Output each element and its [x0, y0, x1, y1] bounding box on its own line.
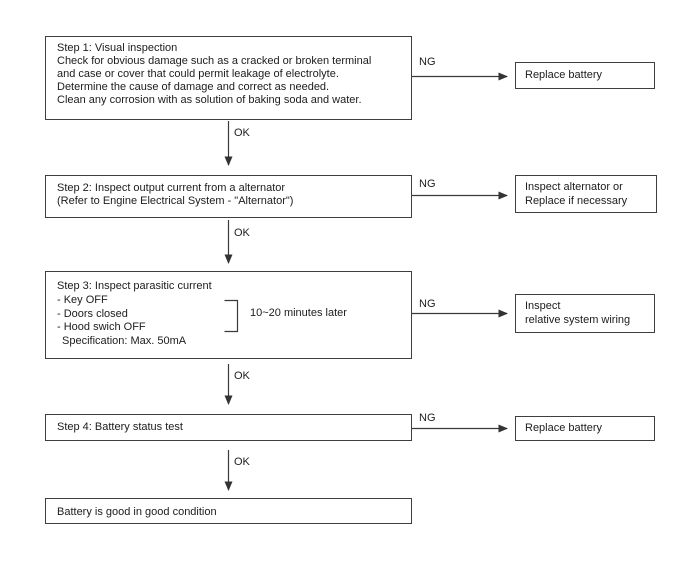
- result-box-inspect-alternator: Inspect alternator or Replace if necessa…: [515, 175, 657, 213]
- ok-label-2: OK: [234, 227, 250, 239]
- step-4-title: Step 4: Battery status test: [57, 421, 183, 433]
- result-box-replace-battery-1: Replace battery: [515, 62, 655, 89]
- ok-label-4: OK: [234, 456, 250, 468]
- final-result-text: Battery is good in good condition: [57, 506, 217, 518]
- step-1-box: Step 1: Visual inspection Check for obvi…: [45, 36, 412, 120]
- step-2-text-line: (Refer to Engine Electrical System - "Al…: [57, 195, 294, 207]
- ng-label-2: NG: [419, 178, 436, 190]
- result-text-line: Inspect alternator or: [525, 181, 623, 193]
- step-4-box: Step 4: Battery status test: [45, 414, 412, 441]
- step-2-title: Step 2: Inspect output current from a al…: [57, 182, 286, 194]
- step-1-text-line: Check for obvious damage such as a crack…: [57, 55, 372, 67]
- step-3-title: Step 3: Inspect parasitic current: [57, 280, 212, 292]
- step-1-title: Step 1: Visual inspection: [57, 42, 178, 54]
- result-text-line: Replace if necessary: [525, 194, 628, 207]
- result-text-line: Replace battery: [525, 69, 603, 81]
- step-3-specification: Specification: Max. 50mA: [62, 335, 187, 348]
- ng-label-4: NG: [419, 412, 436, 424]
- ok-label-3: OK: [234, 370, 250, 382]
- result-box-replace-battery-2: Replace battery: [515, 416, 655, 441]
- step-3-bullet: - Doors closed: [57, 307, 128, 320]
- result-text-line: relative system wiring: [525, 313, 631, 326]
- step-1-text-line: Clean any corrosion with as solution of …: [57, 94, 362, 106]
- final-result-box: Battery is good in good condition: [45, 498, 412, 524]
- step-3-bullet: - Hood swich OFF: [57, 321, 146, 334]
- result-box-inspect-wiring: Inspect relative system wiring: [515, 294, 655, 333]
- ok-label-1: OK: [234, 127, 250, 139]
- step-1-text-line: and case or cover that could permit leak…: [57, 68, 339, 80]
- step-3-bullet: - Key OFF: [57, 293, 108, 306]
- step-3-bracket-label: 10~20 minutes later: [250, 307, 347, 319]
- step-1-text-line: Determine the cause of damage and correc…: [57, 81, 330, 93]
- ng-label-1: NG: [419, 56, 436, 68]
- ng-label-3: NG: [419, 298, 436, 310]
- step-2-box: Step 2: Inspect output current from a al…: [45, 175, 412, 218]
- result-text-line: Replace battery: [525, 422, 603, 434]
- result-text-line: Inspect: [525, 300, 561, 312]
- step-3-box: Step 3: Inspect parasitic current - Key …: [45, 271, 412, 359]
